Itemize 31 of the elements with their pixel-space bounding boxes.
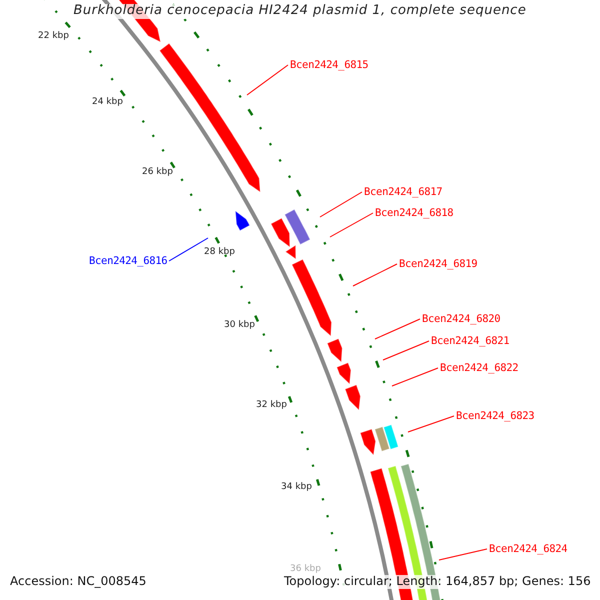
gene-label: Bcen2424_6822	[440, 362, 518, 374]
scale-label: 24 kbp	[92, 97, 123, 108]
leader-line	[330, 212, 374, 238]
scale-label: 26 kbp	[142, 167, 173, 178]
genome-stats-text: Topology: circular; Length: 164,857 bp; Genes: 156	[284, 575, 591, 589]
scale-label: 30 kbp	[224, 320, 255, 330]
gene-label: Bcen2424_6824	[489, 543, 568, 556]
leader-line	[320, 192, 362, 218]
leader-line	[392, 368, 438, 386]
gene-label: Bcen2424_6819	[399, 258, 478, 270]
scale-label: 28 kbp	[204, 247, 235, 258]
leader-line	[374, 318, 420, 340]
scale-label: 32 kbp	[256, 400, 287, 410]
gene-label: Bcen2424_6821	[431, 335, 510, 348]
leader-line	[438, 548, 488, 560]
scale-label: 36 kbp	[290, 564, 321, 574]
gene-label: Bcen2424_6823	[456, 410, 534, 422]
leader-line	[382, 340, 430, 360]
scale-label: 34 kbp	[281, 482, 312, 492]
leader-line	[168, 238, 208, 262]
gene-label: Bcen2424_6817	[364, 186, 442, 198]
leader-line	[408, 416, 454, 432]
gene-label: Bcen2424_6818	[375, 207, 454, 220]
gene-label: Bcen2424_6815	[290, 59, 368, 72]
accession-text: Accession: NC_008545	[10, 575, 146, 589]
scale-label: 22 kbp	[38, 31, 69, 42]
diagram-title: Burkholderia cenocepacia HI2424 plasmid 1, complete sequence	[74, 4, 526, 19]
gene-label: Bcen2424_6820	[422, 313, 500, 326]
leader-line	[352, 264, 398, 286]
leader-line	[246, 64, 288, 96]
gene-label: Bcen2424_6816	[89, 255, 168, 268]
